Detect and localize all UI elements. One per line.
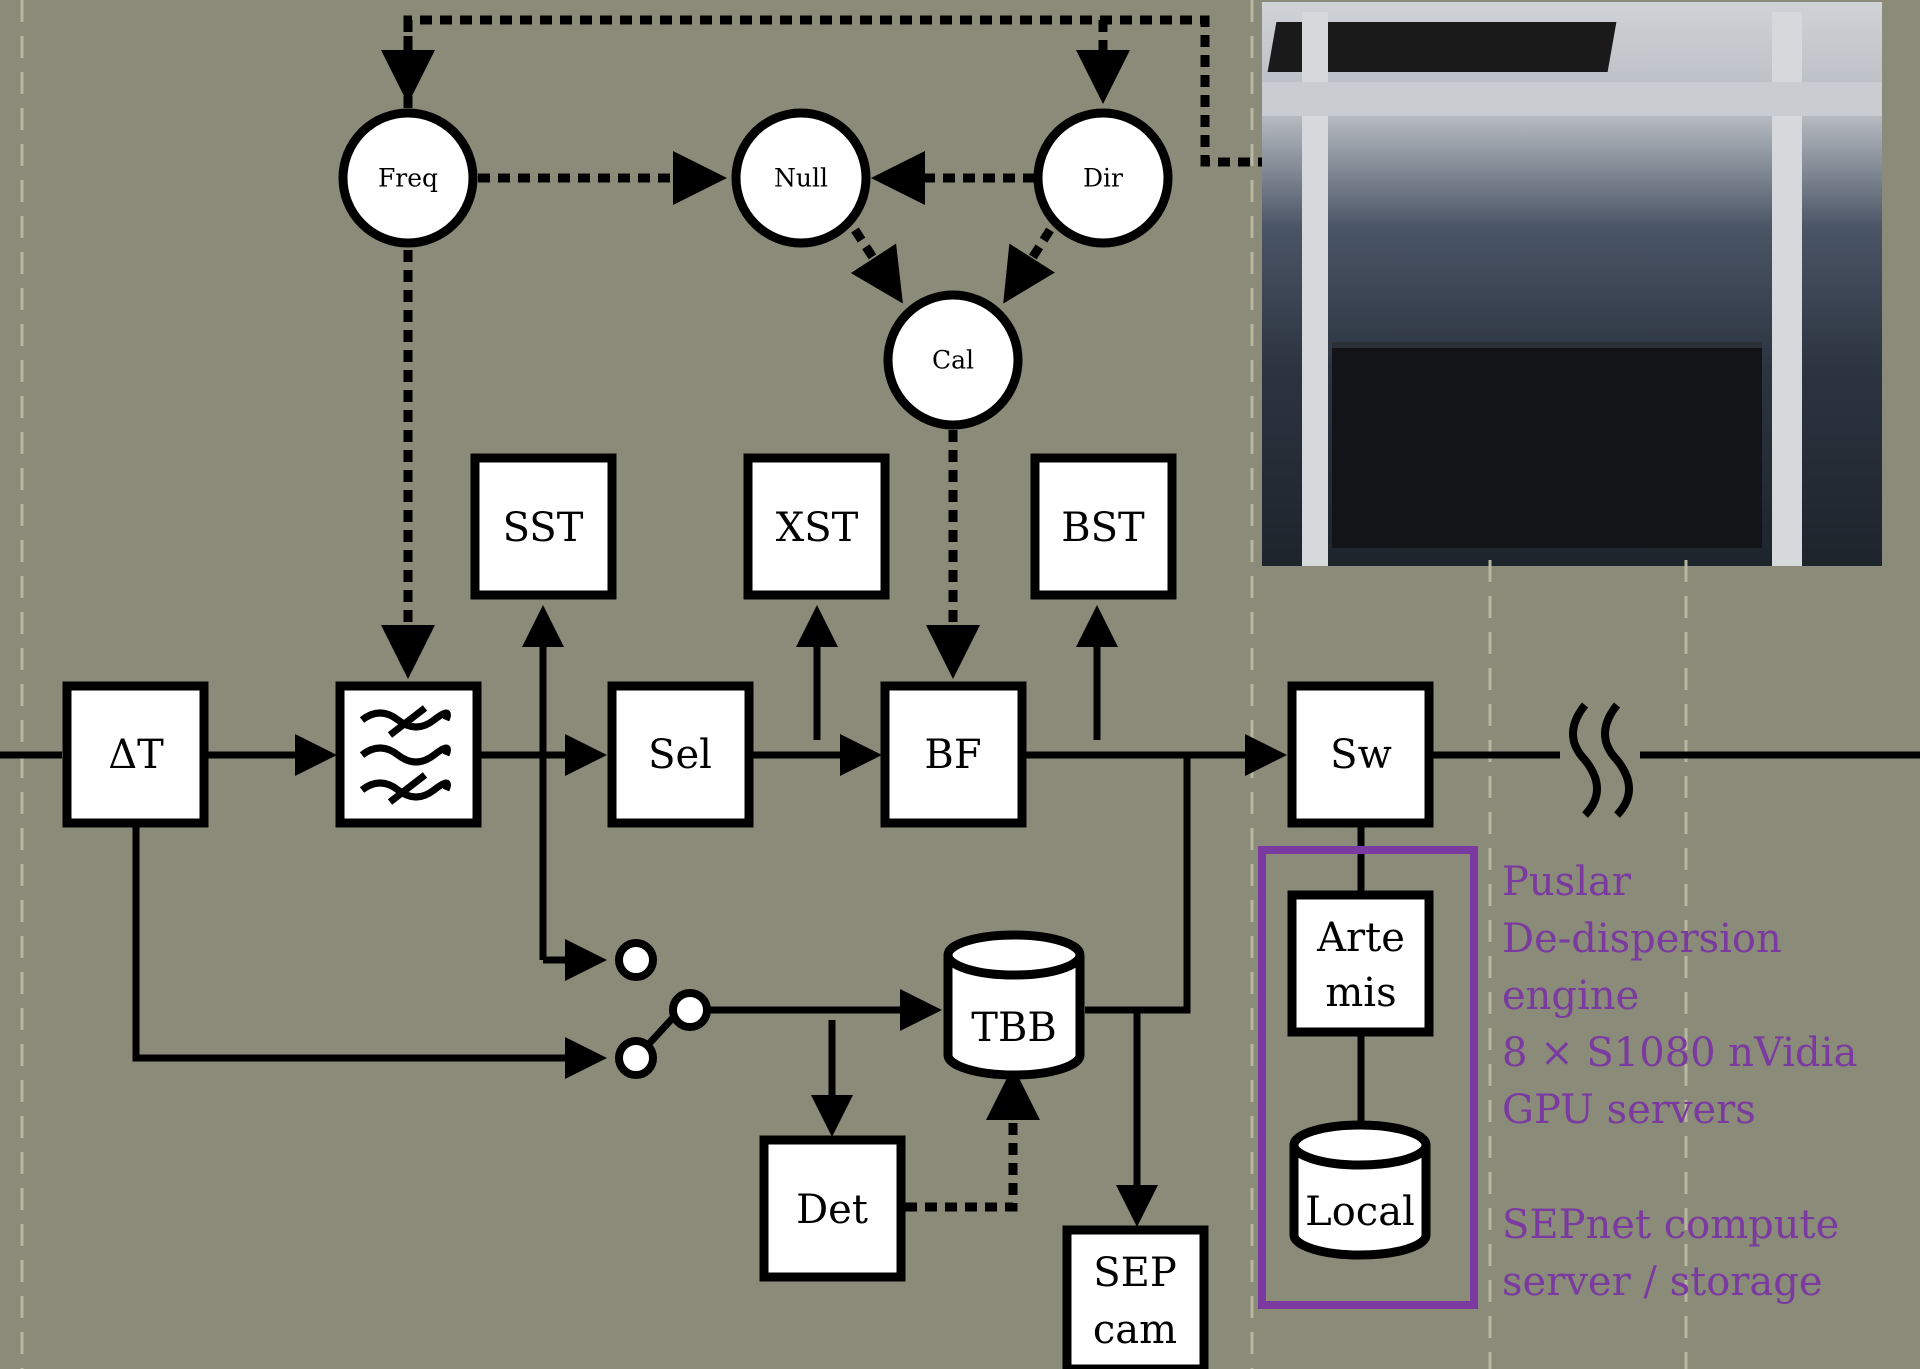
freq-node: Freq: [343, 113, 473, 243]
cal-label: Cal: [932, 346, 974, 375]
sep-cam-label-line1: SEP: [1093, 1250, 1177, 1296]
tbb-storage: TBB: [948, 935, 1080, 1075]
filter-block: [340, 686, 477, 823]
tbb-label: TBB: [971, 1005, 1056, 1051]
sepnet-note-line1: SEPnet compute: [1502, 1202, 1839, 1248]
xst-block: XST: [748, 458, 885, 595]
null-node: Null: [736, 113, 866, 243]
sepnet-note-line2: server / storage: [1502, 1259, 1823, 1305]
pulsar-note-line1: Puslar: [1502, 859, 1632, 905]
pulsar-note-line5: GPU servers: [1502, 1087, 1756, 1133]
bst-block: BST: [1035, 458, 1172, 595]
sel-label: Sel: [648, 732, 712, 778]
null-label: Null: [774, 164, 828, 193]
det-block: Det: [764, 1140, 901, 1277]
freq-label: Freq: [378, 164, 438, 193]
bf-label: BF: [924, 732, 981, 778]
delta-t-block: ΔT: [67, 686, 204, 823]
artemis-label-line2: mis: [1325, 970, 1396, 1016]
sw-block: Sw: [1292, 686, 1429, 823]
xst-label: XST: [776, 505, 859, 551]
cal-node: Cal: [888, 295, 1018, 425]
pulsar-note-line4: 8 × S1080 nVidia: [1502, 1030, 1857, 1076]
bst-label: BST: [1061, 505, 1145, 551]
sst-block: SST: [475, 458, 612, 595]
delta-t-label: ΔT: [108, 732, 164, 778]
switch-icon: [619, 943, 707, 1075]
artemis-label-line1: Arte: [1316, 915, 1405, 961]
local-storage: Local: [1294, 1125, 1426, 1255]
sw-label: Sw: [1330, 732, 1392, 778]
line-break-icon: [1573, 705, 1629, 815]
sep-cam-label-line2: cam: [1093, 1307, 1177, 1353]
sel-block: Sel: [612, 686, 749, 823]
sst-label: SST: [503, 505, 584, 551]
pulsar-note-line3: engine: [1502, 973, 1639, 1019]
pulsar-note-line2: De-dispersion: [1502, 916, 1782, 962]
bf-block: BF: [885, 686, 1022, 823]
dir-node: Dir: [1038, 113, 1168, 243]
sepnet-note: SEPnet compute server / storage: [1502, 1202, 1839, 1305]
artemis-block: Arte mis: [1292, 895, 1429, 1032]
pulsar-note: Puslar De-dispersion engine 8 × S1080 nV…: [1502, 859, 1857, 1133]
sep-cam-block: SEP cam: [1067, 1230, 1204, 1369]
local-label: Local: [1305, 1189, 1415, 1235]
det-label: Det: [796, 1187, 868, 1233]
dir-label: Dir: [1083, 164, 1123, 193]
